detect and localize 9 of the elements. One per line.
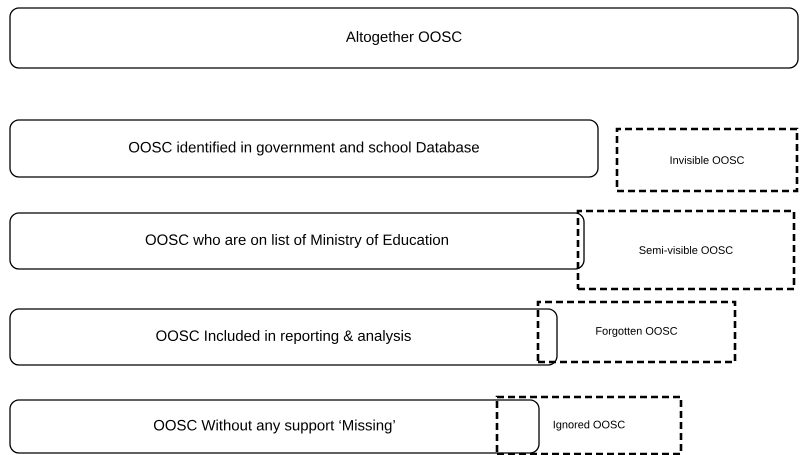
category-box: OOSC Without any support ‘Missing’	[9, 399, 540, 454]
category-box: Altogether OOSC	[9, 7, 799, 69]
category-box: OOSC Included in reporting & analysis	[9, 308, 558, 366]
dashed-label-box: Forgotten OOSC	[536, 300, 736, 364]
category-box: OOSC identified in government and school Database	[9, 119, 599, 178]
category-box: OOSC who are on list of Ministry of Education	[9, 212, 585, 270]
dashed-label-box: Semi-visible OOSC	[576, 210, 796, 290]
dashed-label-box: Ignored OOSC	[496, 396, 682, 455]
dashed-label-box: Invisible OOSC	[616, 128, 798, 192]
